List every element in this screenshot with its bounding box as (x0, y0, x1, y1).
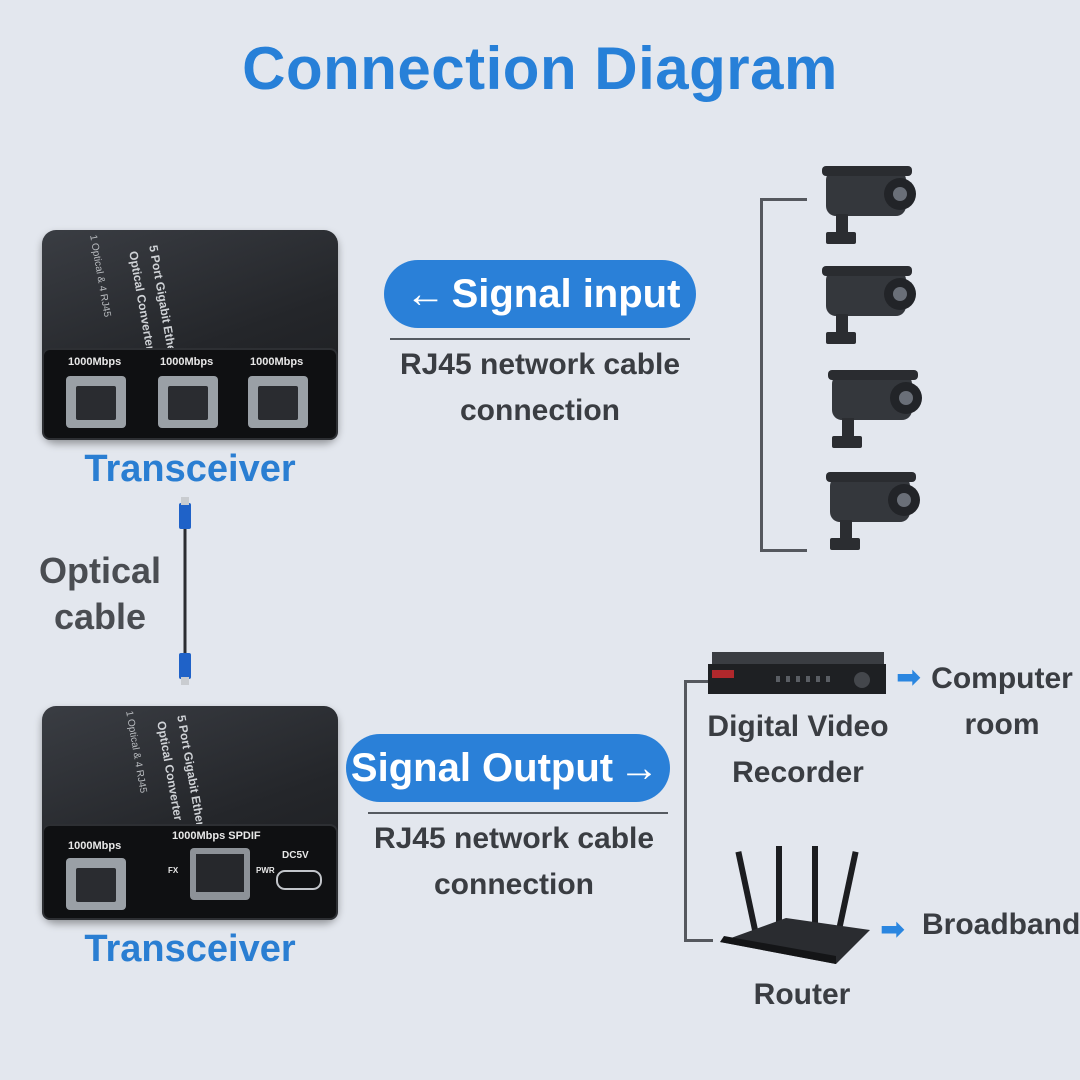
router-arrow-icon: ➡ (880, 913, 906, 946)
rj45-port (66, 858, 126, 910)
pwr-label: PWR (256, 866, 275, 875)
right-arrow-icon: → (619, 745, 660, 790)
device-front-panel: 1000Mbps 1000Mbps SPDIF FX PWR DC5V (42, 824, 338, 920)
output-group-bracket (684, 680, 713, 942)
fx-label: FX (168, 866, 179, 875)
dc-label: DC5V (282, 850, 309, 861)
port-label-2: 1000Mbps (160, 356, 214, 368)
signal-input-caption: RJ45 network cable connection (399, 348, 681, 427)
rj45-port-1 (66, 376, 126, 428)
cable-ferrule-bottom (181, 677, 189, 685)
bottom-transceiver: 5 Port Gigabit Ethernet Optical Converte… (42, 706, 338, 920)
device-front-panel: 1000Mbps 1000Mbps 1000Mbps (42, 348, 338, 440)
dvr-arrow-icon: ➡ (896, 661, 922, 694)
dvr-target-label: Computer room (931, 662, 1073, 741)
router-icon (720, 846, 870, 964)
device-side-text: 1 Optical & 4 RJ45 (87, 234, 113, 319)
camera-icon (822, 166, 916, 244)
port-label: 1000Mbps (68, 840, 122, 852)
cable-ferrule-top (181, 497, 189, 505)
top-transceiver: 5 Port Gigabit Ethernet Optical Converte… (42, 230, 338, 440)
diagram-title: Connection Diagram (242, 35, 838, 102)
signal-output-pill: Signal Output → (346, 734, 670, 802)
port-label-3: 1000Mbps (250, 356, 304, 368)
cable-connector-top (179, 503, 191, 529)
signal-output-caption: RJ45 network cable connection (373, 822, 655, 901)
router-label: Router (753, 978, 851, 1011)
camera-group (822, 166, 922, 550)
optical-cable-graphic (179, 497, 191, 685)
signal-input-pill: ← Signal input (384, 260, 696, 328)
sfp-port (190, 848, 250, 900)
usb-c-port (276, 870, 322, 890)
bottom-transceiver-label: Transceiver (84, 928, 296, 970)
router-target-label: Broadband (922, 908, 1080, 941)
camera-icon (826, 472, 920, 550)
device-side-text: 1 Optical & 4 RJ45 (123, 710, 149, 795)
sfp-label: 1000Mbps SPDIF (172, 830, 261, 842)
rj45-port-2 (158, 376, 218, 428)
camera-group-bracket (760, 198, 807, 552)
rj45-port-3 (248, 376, 308, 428)
signal-input-label: Signal input (451, 271, 681, 316)
optical-cable-label: Optical cable (38, 550, 162, 637)
cable-connector-bottom (179, 653, 191, 679)
signal-output-divider (368, 812, 668, 814)
port-label-1: 1000Mbps (68, 356, 122, 368)
top-transceiver-label: Transceiver (84, 448, 296, 490)
signal-input-divider (390, 338, 690, 340)
dvr-label: Digital Video Recorder (707, 710, 889, 789)
camera-icon (828, 370, 922, 448)
signal-output-label: Signal Output (350, 745, 614, 790)
camera-icon (822, 266, 916, 344)
dvr-icon (708, 652, 886, 694)
left-arrow-icon: ← (405, 271, 446, 316)
